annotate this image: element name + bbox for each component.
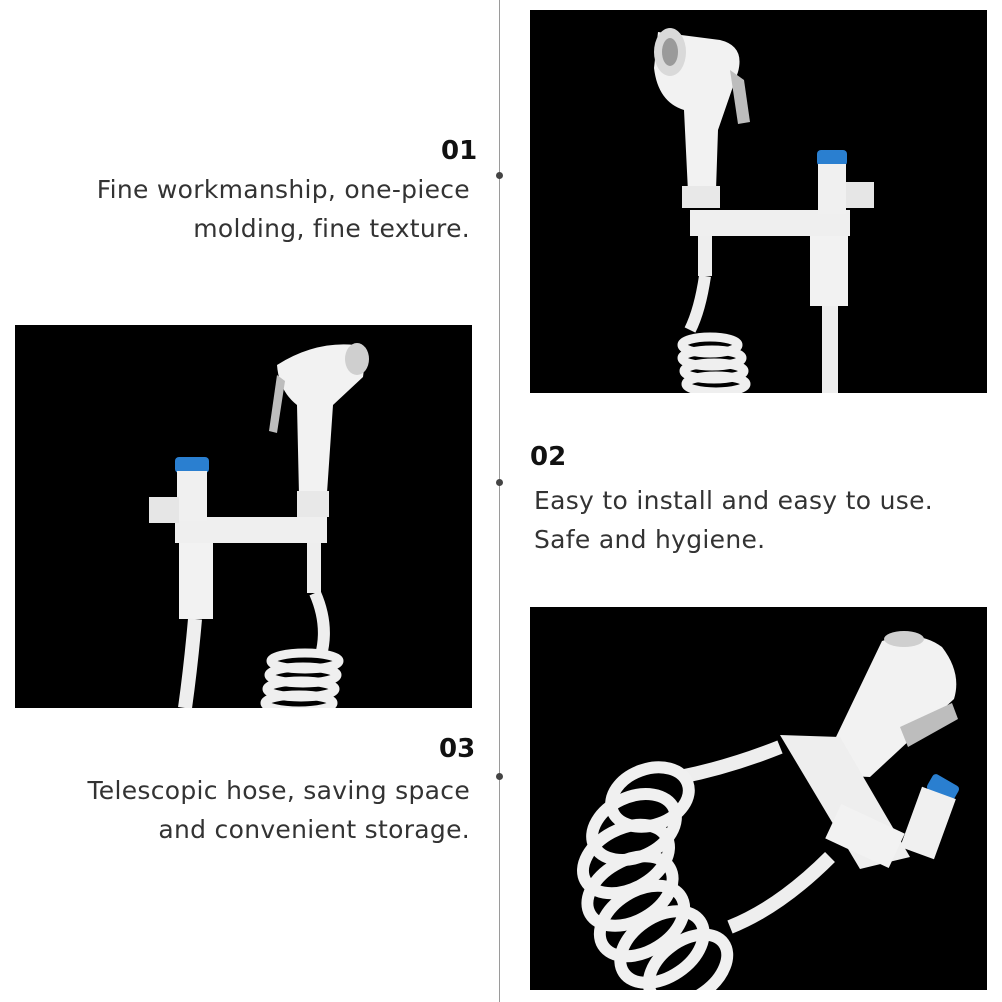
feature-3-line-1: Telescopic hose, saving space xyxy=(87,776,470,805)
timeline-dot-3 xyxy=(496,773,503,780)
feature-3-description: Telescopic hose, saving space and conven… xyxy=(10,771,470,849)
feature-2-line-1: Easy to install and easy to use. xyxy=(534,486,933,515)
feature-3-line-2: and convenient storage. xyxy=(158,815,470,844)
feature-2-line-2: Safe and hygiene. xyxy=(534,525,766,554)
feature-3-number: 03 xyxy=(439,734,476,764)
feature-1-description: Fine workmanship, one-piece molding, fin… xyxy=(10,170,470,248)
product-photo-1 xyxy=(530,10,987,393)
timeline-dot-2 xyxy=(496,479,503,486)
feature-1-number: 01 xyxy=(441,136,478,166)
feature-2-description: Easy to install and easy to use. Safe an… xyxy=(534,481,994,559)
feature-1-line-1: Fine workmanship, one-piece xyxy=(96,175,470,204)
feature-1-line-2: molding, fine texture. xyxy=(193,214,470,243)
timeline-dot-1 xyxy=(496,172,503,179)
timeline-line xyxy=(499,0,500,1002)
product-photo-2 xyxy=(15,325,472,708)
feature-2-number: 02 xyxy=(530,442,567,472)
product-photo-3 xyxy=(530,607,987,990)
